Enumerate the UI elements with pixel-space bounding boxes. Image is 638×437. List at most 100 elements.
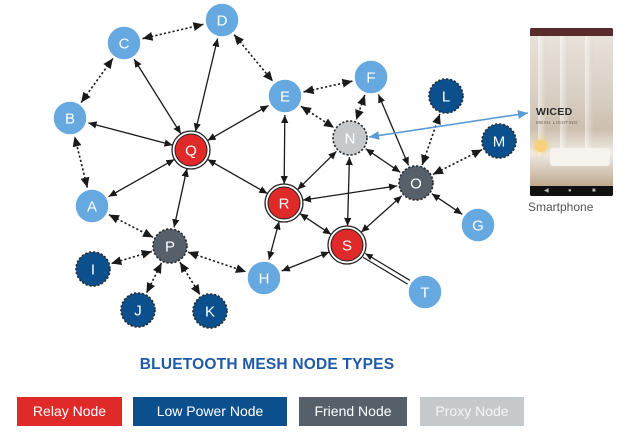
- edge-c-q: [133, 58, 182, 135]
- node-i: I: [75, 251, 111, 287]
- edge-q-r: [207, 158, 268, 195]
- legend-friend-node: Friend Node: [299, 397, 407, 426]
- edge-b-q: [88, 121, 173, 147]
- lamp-graphic: [535, 140, 547, 152]
- node-label: C: [119, 36, 130, 53]
- node-l: L: [428, 78, 464, 114]
- diagram-title: BLUETOOTH MESH NODE TYPES: [139, 356, 395, 373]
- smartphone: WICED MESH LIGHTING ◀ ● ■: [530, 28, 613, 196]
- edge-n-s: [344, 156, 353, 227]
- node-b: B: [52, 100, 88, 136]
- node-d: D: [204, 2, 240, 38]
- curtain-graphic: [560, 36, 568, 156]
- node-t: T: [407, 274, 443, 310]
- node-label: R: [279, 196, 290, 213]
- phone-screen: WICED MESH LIGHTING: [530, 36, 613, 186]
- node-label: N: [345, 131, 356, 148]
- node-g: G: [460, 207, 496, 243]
- edge-e-r: [280, 114, 289, 185]
- curtain-graphic: [585, 36, 593, 156]
- node-j: J: [120, 292, 156, 328]
- node-h: H: [246, 260, 282, 296]
- edge-p-k: [179, 261, 201, 296]
- edge-e-f: [303, 78, 353, 95]
- node-o: O: [398, 165, 434, 201]
- phone-caption: Smartphone: [528, 200, 594, 214]
- node-circle: [398, 165, 434, 201]
- node-circle: [204, 2, 240, 38]
- node-circle: [353, 59, 389, 95]
- node-circle: [481, 123, 517, 159]
- app-name: WICED: [536, 106, 573, 118]
- mesh-edges: [72, 22, 529, 296]
- node-circle: [192, 293, 228, 329]
- edge-e-n: [300, 105, 335, 129]
- edge-r-o: [302, 183, 398, 203]
- edge-b-c: [80, 57, 114, 104]
- edge-r-h: [267, 221, 281, 260]
- edge-p-h: [187, 251, 247, 273]
- recent-apps-icon[interactable]: ■: [592, 188, 596, 194]
- legend-proxy-node: Proxy Node: [420, 397, 524, 426]
- node-label: J: [134, 303, 142, 320]
- edge-f-n: [355, 94, 366, 121]
- node-f: F: [353, 59, 389, 95]
- edge-d-q: [193, 38, 220, 132]
- node-circle: [174, 133, 208, 167]
- edge-n-smartphone: [368, 110, 529, 140]
- node-circle: [74, 188, 110, 224]
- edge-s-t: [362, 256, 408, 285]
- edge-n-o: [365, 148, 401, 173]
- edge-a-p: [108, 213, 154, 239]
- node-label: A: [87, 199, 97, 216]
- edge-p-i: [110, 250, 153, 265]
- node-label: M: [493, 134, 506, 151]
- node-r: R: [264, 183, 304, 223]
- node-label: P: [165, 239, 175, 256]
- legend-relay-node: Relay Node: [17, 397, 122, 426]
- node-k: K: [192, 293, 228, 329]
- back-icon[interactable]: ◀: [544, 188, 549, 194]
- curtain-graphic: [538, 36, 546, 156]
- legend-label: Proxy Node: [435, 403, 509, 419]
- node-circle: [75, 251, 111, 287]
- edge-a-q: [108, 158, 175, 198]
- node-label: Q: [185, 143, 197, 160]
- node-circle: [246, 260, 282, 296]
- node-circle: [152, 228, 188, 264]
- edge-r-n: [297, 150, 337, 191]
- home-icon[interactable]: ●: [568, 188, 572, 194]
- edge-o-g: [431, 193, 463, 215]
- node-circle: [330, 228, 364, 262]
- app-subtitle: MESH LIGHTING: [536, 120, 579, 125]
- node-label: T: [420, 285, 429, 302]
- edge-e-q: [207, 104, 269, 142]
- node-circle: [267, 78, 303, 114]
- node-label: L: [442, 89, 450, 106]
- node-circle: [52, 100, 88, 136]
- edge-s-t: [364, 252, 411, 281]
- edge-f-o: [377, 94, 410, 166]
- node-circle: [120, 292, 156, 328]
- node-circle: [428, 78, 464, 114]
- node-s: S: [327, 225, 367, 265]
- mesh-nodes: A B C D E F G H I J K L M N O P Q R S T: [52, 2, 517, 329]
- phone-status-bar: [530, 28, 613, 36]
- node-label: G: [472, 218, 484, 235]
- node-label: D: [217, 13, 228, 30]
- node-label: I: [91, 262, 95, 279]
- edge-q-p: [172, 168, 189, 228]
- node-e: E: [267, 78, 303, 114]
- node-circle: [407, 274, 443, 310]
- phone-nav-bar: ◀ ● ■: [530, 186, 613, 196]
- bed-graphic: [550, 148, 610, 166]
- node-circle: [332, 120, 368, 156]
- node-c: C: [106, 25, 142, 61]
- node-label: E: [280, 89, 290, 106]
- node-circle: [460, 207, 496, 243]
- edge-o-m: [432, 148, 483, 176]
- node-label: O: [410, 176, 422, 193]
- legend-label: Friend Node: [314, 403, 392, 419]
- node-circle: [106, 25, 142, 61]
